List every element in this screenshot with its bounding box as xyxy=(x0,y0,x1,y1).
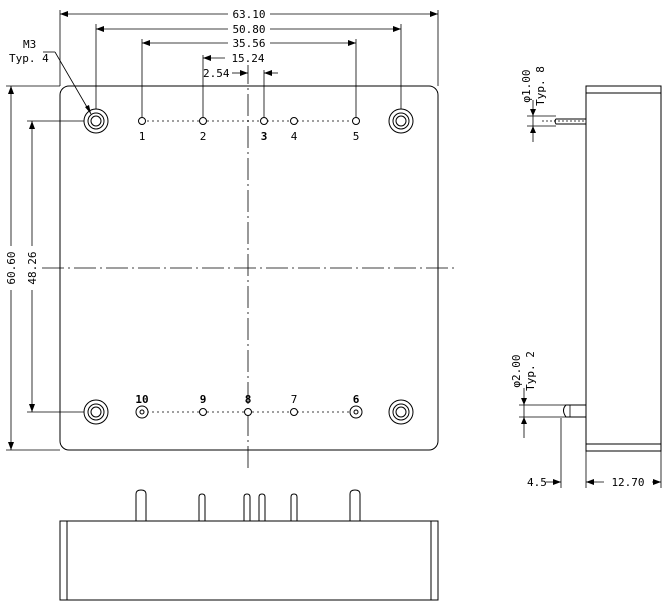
side-body xyxy=(585,85,662,452)
dim-large-pin-diameter: φ2.00 xyxy=(510,354,523,387)
pin-label-4: 4 xyxy=(291,130,298,143)
dim-small-pin-diameter: φ1.00 xyxy=(520,69,533,102)
pin-2 xyxy=(199,117,207,125)
mount-qty-label: Typ. 4 xyxy=(9,52,49,65)
pin-10 xyxy=(135,405,149,419)
mount-hole-bottom-right xyxy=(388,399,414,425)
dim-pin-span-outer: 50.80 xyxy=(232,23,265,36)
front-pin-6 xyxy=(349,489,361,521)
front-body xyxy=(59,520,439,601)
dim-pin-length: 4.5 xyxy=(527,476,547,489)
pin-4 xyxy=(290,117,298,125)
pin-label-5: 5 xyxy=(353,130,360,143)
front-pin-4 xyxy=(290,493,298,521)
pin-label-10: 10 xyxy=(135,393,148,406)
pin-label-8: 8 xyxy=(245,393,252,406)
side-pin-small xyxy=(542,118,586,125)
pin-label-7: 7 xyxy=(291,393,298,406)
dim-body-thickness: 12.70 xyxy=(611,476,644,489)
dim-small-pin-qty: Typ. 8 xyxy=(534,66,547,106)
side-view: φ1.00 Typ. 8 φ2.00 Typ. 2 4.5 12.70 xyxy=(510,66,662,489)
pin-3 xyxy=(260,117,268,125)
dimension-lines: 63.10 50.80 35.56 15.24 2.54 xyxy=(4,7,439,451)
pin-1 xyxy=(138,117,146,125)
pin-7 xyxy=(290,408,298,416)
pin-5 xyxy=(352,117,360,125)
dim-overall-height: 60.60 xyxy=(5,251,18,284)
front-view xyxy=(59,489,439,601)
front-pin-2 xyxy=(198,493,206,521)
pin-6 xyxy=(349,405,363,419)
pin-8 xyxy=(244,408,252,416)
pin-label-6: 6 xyxy=(353,393,360,406)
front-pin-3 xyxy=(258,493,266,521)
mount-thread-label: M3 xyxy=(23,38,36,51)
top-view: 1 2 3 4 5 10 9 8 7 6 M3 Typ. 4 xyxy=(9,38,455,470)
pin-label-1: 1 xyxy=(139,130,146,143)
pin-label-3: 3 xyxy=(261,130,268,143)
dim-pin-span-inner: 35.56 xyxy=(232,37,265,50)
dim-mount-hole-spacing: 48.26 xyxy=(26,251,39,284)
dim-large-pin-qty: Typ. 2 xyxy=(524,351,537,391)
pin-label-2: 2 xyxy=(200,130,207,143)
pin-9 xyxy=(199,408,207,416)
pin-label-9: 9 xyxy=(200,393,207,406)
front-pin-8 xyxy=(243,493,251,521)
front-pin-10 xyxy=(135,489,147,521)
dim-overall-width: 63.10 xyxy=(232,8,265,21)
mount-hole-note: M3 Typ. 4 xyxy=(9,38,92,115)
side-pin-large xyxy=(563,404,586,418)
dim-pin-pitch-small: 2.54 xyxy=(203,67,230,80)
dim-pin-center-offset: 15.24 xyxy=(231,52,264,65)
